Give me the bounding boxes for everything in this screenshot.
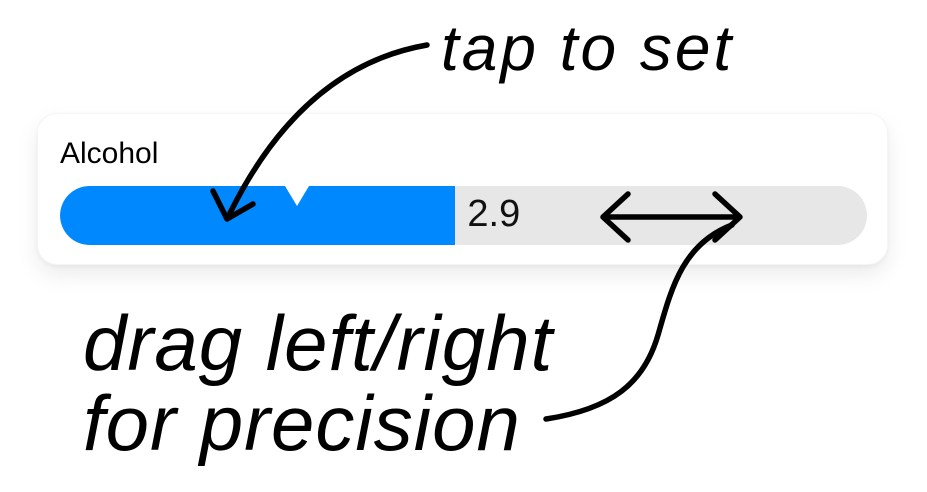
- slider-label: Alcohol: [60, 137, 159, 170]
- drag-hint-line1: drag left/right: [83, 299, 554, 387]
- drag-hint: drag left/right for precision: [83, 303, 553, 463]
- slider-notch-marker: [285, 186, 310, 206]
- alcohol-card: Alcohol 2.9: [37, 113, 888, 265]
- drag-hint-line2: for precision: [83, 379, 521, 467]
- slider-fill: [60, 186, 456, 245]
- tap-to-set-hint: tap to set: [441, 12, 735, 84]
- alcohol-slider[interactable]: 2.9: [60, 186, 867, 245]
- slider-value: 2.9: [467, 192, 521, 235]
